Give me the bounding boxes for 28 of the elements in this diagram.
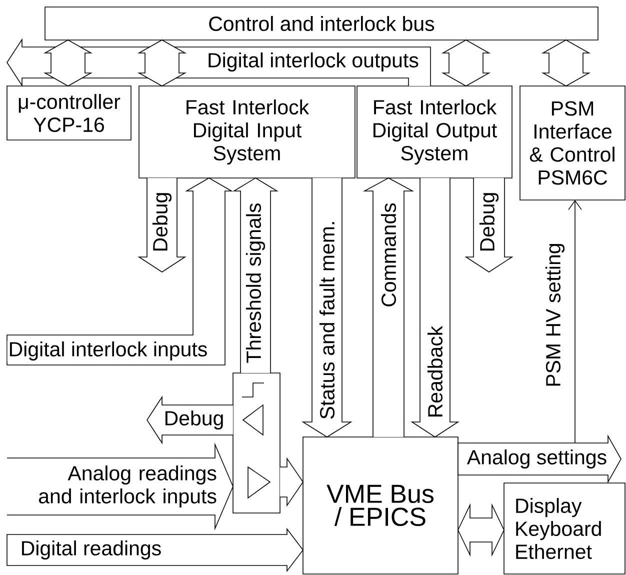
process-box: VME Bus / EPICS (302, 436, 458, 574)
edge-label: Debug (151, 190, 173, 254)
system-box: Fast Interlock Digital Output System (356, 86, 512, 178)
edge-label: Analog readings and interlock inputs (36, 464, 218, 509)
edge-label: Digital interlock outputs (206, 51, 420, 73)
bus-box: Control and interlock bus (44, 6, 598, 40)
edge-label: Digital readings (19, 539, 163, 561)
system-box: Fast Interlock Digital Input System (138, 86, 356, 178)
double-arrow (137, 40, 187, 86)
edge-label: Digital interlock inputs (7, 340, 209, 362)
edge-label: Status and fault mem. (318, 219, 336, 421)
double-arrow (441, 40, 491, 86)
system-box: Display Keyboard Ethernet (504, 482, 626, 574)
edge-label: Debug (162, 409, 226, 431)
double-arrow (541, 40, 591, 86)
arrow (568, 200, 582, 444)
double-arrow (43, 40, 93, 86)
block-arrow (280, 457, 304, 507)
edge-label: Debug (478, 190, 500, 254)
double-arrow (458, 503, 504, 557)
edge-label: PSM HV setting (544, 242, 566, 388)
edge-label: Commands (380, 202, 398, 308)
module-box (232, 372, 280, 514)
edge-label: Threshold signals (244, 202, 266, 364)
system-box: μ-controller YCP-16 (6, 86, 132, 140)
edge-label: Readback (426, 324, 444, 420)
edge-label: Analog settings (466, 448, 608, 470)
system-box: PSM Interface & Control PSM6C (520, 86, 626, 200)
